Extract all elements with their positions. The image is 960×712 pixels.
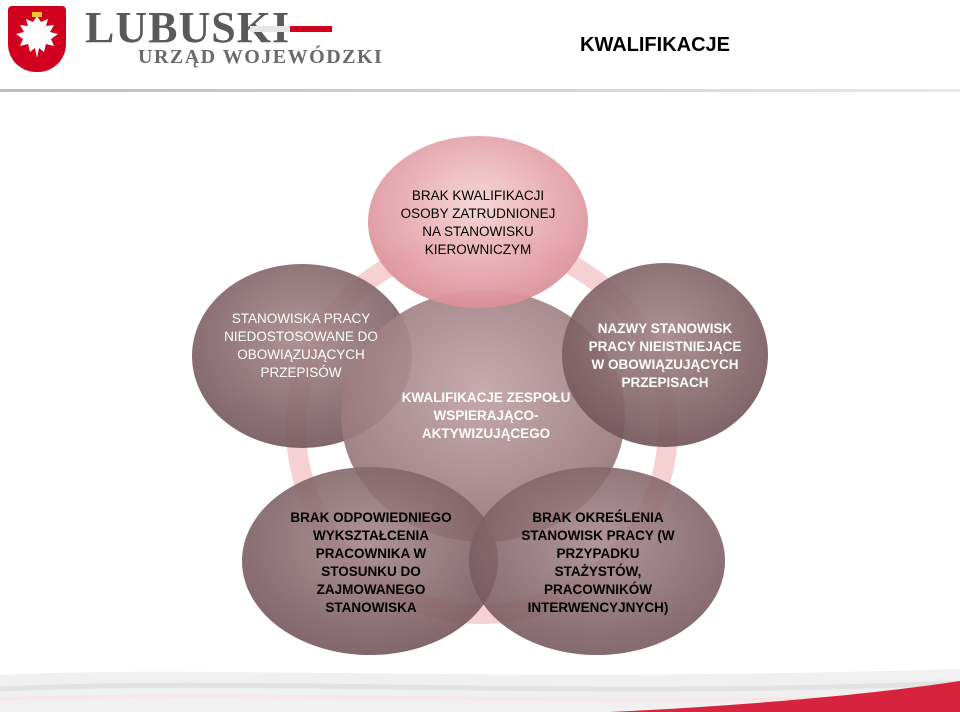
logo-flag-stripe [250,26,332,32]
logo-sub-text: URZĄD WOJEWÓDZKI [138,46,384,68]
page-title: KWALIFIKACJE [580,34,730,56]
footer-wave-decoration [0,669,960,712]
polish-eagle-crest-icon [8,6,66,72]
header: LUBUSKI URZĄD WOJEWÓDZKI KWALIFIKACJE [0,0,960,92]
header-divider [0,89,960,92]
node-top [368,136,588,308]
node-bottom-left [242,467,498,655]
node-bottom-right [469,467,725,655]
node-right [562,263,768,447]
